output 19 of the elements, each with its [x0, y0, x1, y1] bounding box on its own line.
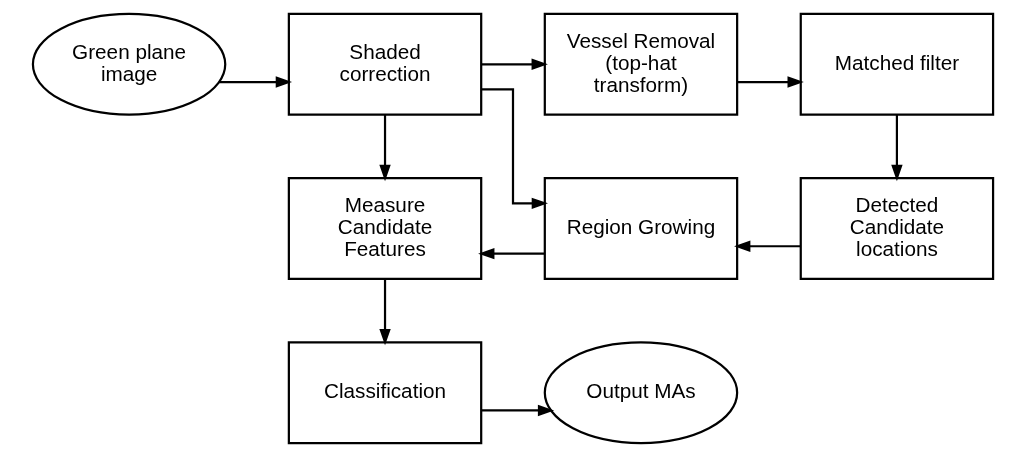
arrow [733, 240, 800, 252]
node-box: Matched filter [799, 12, 994, 116]
arrow [481, 404, 554, 417]
arrow [480, 88, 548, 210]
node-box: Region Growing [543, 177, 738, 280]
node-ellipse: Output MAs [543, 341, 738, 445]
arrow [481, 58, 548, 70]
arrow [378, 279, 391, 346]
node-box: Vessel Removal (top-hat transform) [543, 12, 738, 116]
arrow [890, 114, 903, 182]
node-box: Classification [287, 341, 482, 445]
node-box: Shaded correction [287, 12, 482, 116]
arrow [378, 114, 391, 182]
arrow [477, 247, 544, 260]
arrow [218, 76, 292, 88]
arrow [737, 76, 804, 88]
node-box: Measure Candidate Features [287, 177, 482, 280]
node-box: Detected Candidate locations [799, 177, 994, 280]
node-ellipse: Green plane image [31, 12, 226, 116]
